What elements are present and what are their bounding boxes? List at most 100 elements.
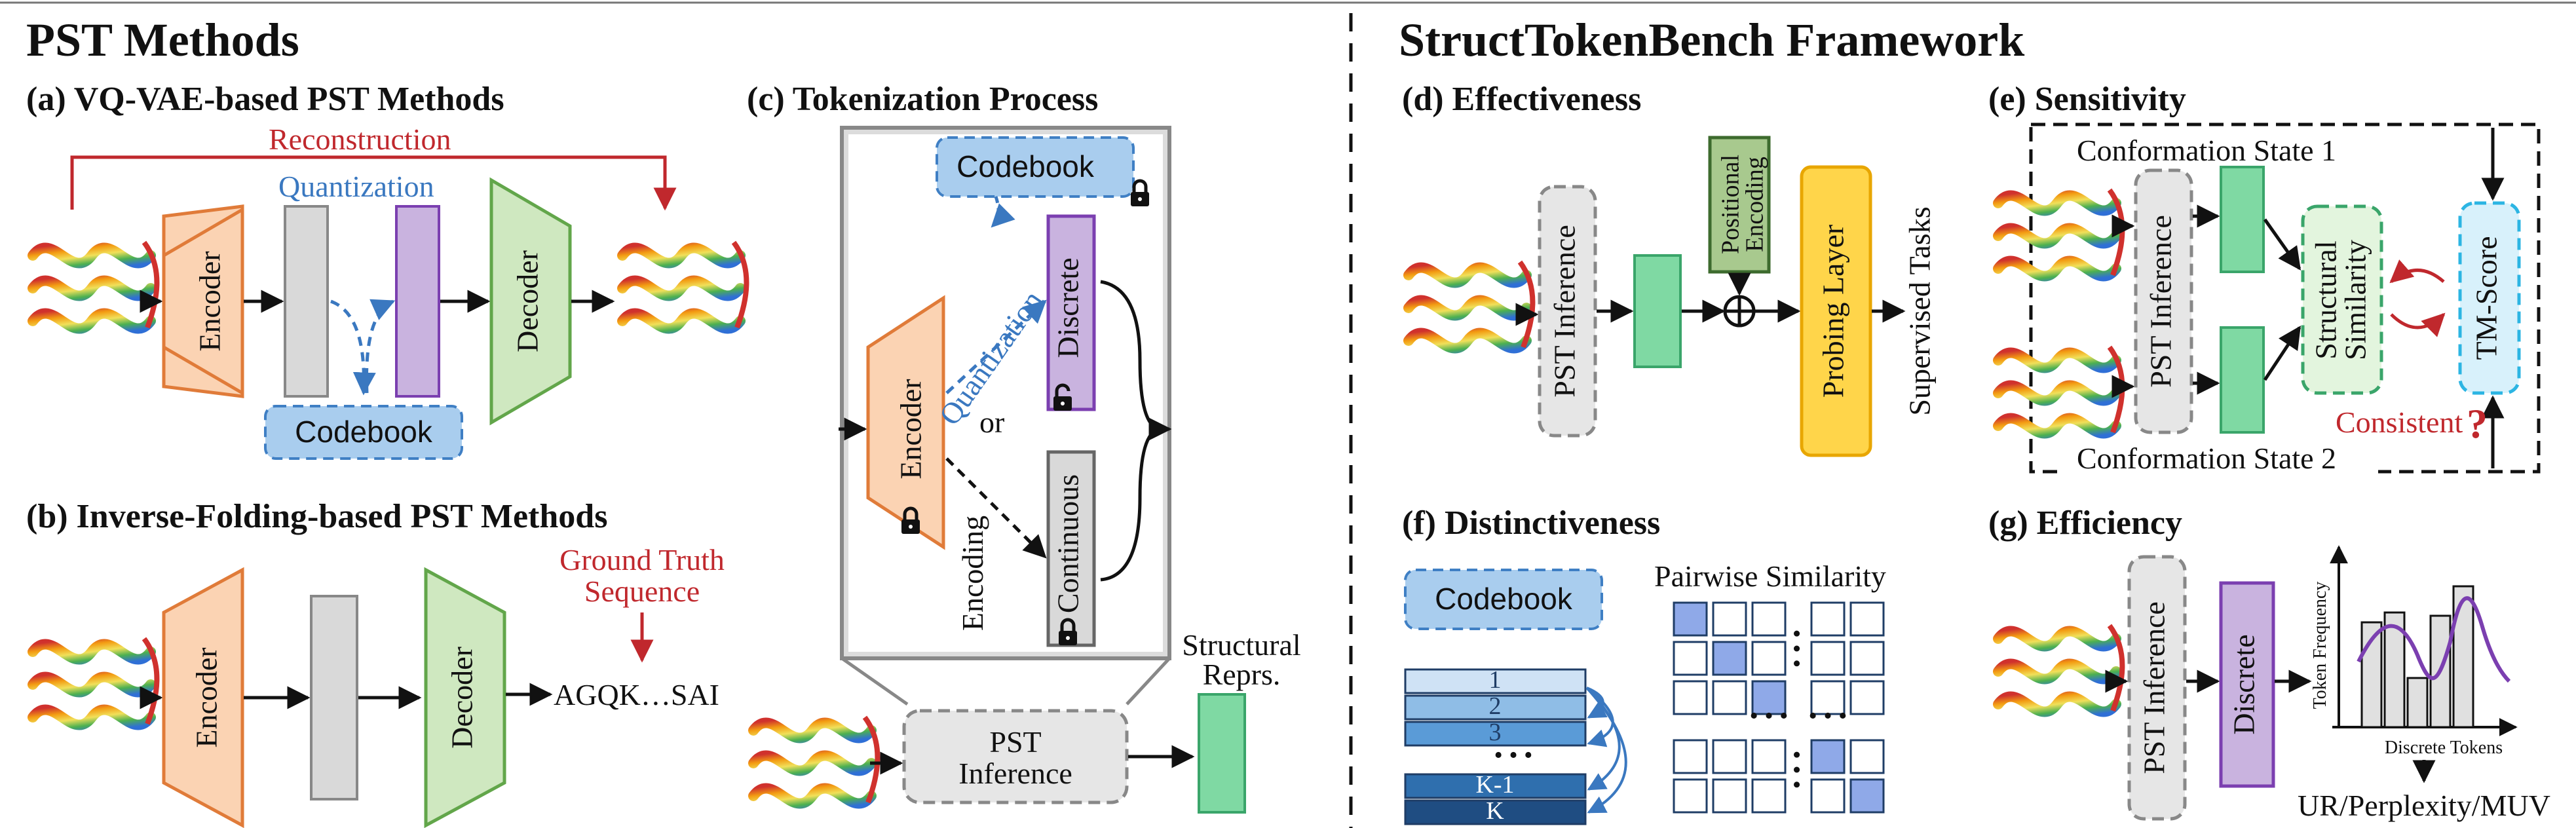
codebook-entry-label: 1 [1489, 666, 1502, 694]
consistency-arrow-bottom [2390, 312, 2446, 337]
decoder-b-shape [424, 567, 506, 828]
discrete-g-label: Discrete [2227, 634, 2261, 734]
codebook-entry-label: K-1 [1475, 771, 1514, 799]
panel-b-title: (b) Inverse-Folding-based PST Methods [26, 498, 607, 535]
consistency-arrow-top [2389, 259, 2445, 284]
codebook-f [1404, 569, 1603, 630]
similarity-cell [1751, 778, 1787, 814]
quantization-label-a: Quantization [278, 170, 434, 203]
grid-ellipsis: • • • [1783, 630, 1810, 668]
panel-f-title: (f) Distinctiveness [1402, 504, 1660, 542]
pst-inference-c [902, 709, 1129, 804]
similarity-cell [1810, 601, 1846, 637]
latent-gray-a [284, 205, 329, 398]
codebook-a-label: Codebook [295, 415, 433, 449]
structural-similarity-line2: Similarity [2339, 240, 2372, 360]
positional-line2: Encoding [1741, 157, 1769, 252]
pst-inference-e [2134, 168, 2193, 434]
panel-e-title: (e) Sensitivity [1988, 81, 2186, 118]
decoder-a-label: Decoder [511, 250, 544, 352]
protein-structure-output-icon [622, 242, 746, 329]
protein-structure-input-icon [33, 242, 157, 329]
panel-d-title: (d) Effectiveness [1402, 81, 1641, 118]
grid-ellipsis: • • • [1809, 702, 1847, 730]
quantization-arrow-c [945, 299, 1047, 394]
grid-ellipsis: • • • [1750, 702, 1789, 730]
arrow-e-5 [2263, 218, 2301, 271]
codebook-entry [1404, 694, 1587, 721]
encoder-a-shape [162, 206, 244, 396]
protein-structure-c-icon [753, 717, 877, 804]
repr-block-e2 [2220, 326, 2265, 434]
structural-reprs-line2: Reprs. [1203, 658, 1281, 691]
decoder-a-trapezoid [489, 177, 572, 426]
frequency-curve [2357, 596, 2511, 683]
similarity-cell [1673, 641, 1708, 676]
right-title: StructTokenBench Framework [1399, 14, 2024, 66]
similarity-cell-diagonal [1810, 739, 1846, 774]
codebook-entry-label: 2 [1489, 692, 1502, 720]
positional-line1: Positional [1717, 155, 1745, 254]
similarity-cell [1849, 641, 1885, 676]
similarity-cell [1751, 641, 1787, 676]
codebook-c-label: Codebook [957, 149, 1095, 183]
protein-state2-icon [1998, 347, 2122, 434]
pst-inference-d-label: PST Inference [1548, 225, 1582, 398]
state2-label: Conformation State 2 [2077, 442, 2336, 475]
similarity-cell [1849, 601, 1885, 637]
probing-layer-label: Probing Layer [1817, 225, 1850, 398]
consistent-label: Consistent [2336, 405, 2463, 439]
zoom-line-left [841, 656, 909, 706]
similarity-cell [1712, 778, 1747, 814]
structural-reprs-line1: Structural [1182, 628, 1300, 662]
panel-g-title: (g) Efficiency [1988, 504, 2182, 542]
structural-similarity-line1: Structural [2309, 240, 2343, 359]
similarity-cell [1673, 739, 1708, 774]
latent-gray-b [310, 595, 358, 800]
encoder-c-shape [866, 295, 945, 550]
reconstruction-label: Reconstruction [269, 122, 451, 156]
pst-inference-d [1538, 185, 1597, 438]
zoom-line-right [1126, 657, 1171, 706]
codebook-entry [1404, 721, 1587, 747]
pst-inference-e-label: PST Inference [2144, 215, 2178, 388]
pairwise-similarity-label: Pairwise Similarity [1654, 559, 1886, 593]
state1-label-bg [2064, 131, 2378, 167]
state2-label-bg [2064, 439, 2378, 478]
ground-truth-line1: Ground Truth [559, 543, 725, 576]
tm-score-block [2458, 201, 2521, 395]
probing-layer-block [1800, 165, 1872, 457]
histogram-bar [2452, 585, 2474, 728]
encoder-a-label: Encoder [193, 251, 227, 351]
similarity-cell [1712, 680, 1747, 715]
state1-label: Conformation State 1 [2077, 134, 2336, 167]
pst-inference-g [2127, 555, 2187, 821]
decoder-b-label: Decoder [445, 647, 479, 749]
grid-ellipsis: • • • [1783, 751, 1810, 789]
left-title: PST Methods [26, 14, 299, 66]
similarity-cell [1673, 680, 1708, 715]
similarity-cell [1810, 641, 1846, 676]
codebook-entry-label: 3 [1489, 719, 1502, 746]
quantize-dashed-down [330, 299, 376, 396]
encoder-c-label: Encoder [894, 379, 928, 479]
reconstruction-arrow [70, 155, 677, 211]
pst-inference-g-label: PST Inference [2138, 601, 2171, 774]
codebook-a [264, 405, 463, 460]
positional-encoding-block [1708, 136, 1771, 274]
histogram-bar [2406, 677, 2429, 728]
arrow-e-6 [2263, 326, 2301, 381]
codebook-entry [1404, 799, 1587, 825]
codebook-f-label: Codebook [1435, 582, 1573, 616]
codebook-entry [1404, 668, 1587, 694]
codebook-entry-label: K [1486, 797, 1504, 825]
codebook-c [936, 136, 1135, 198]
similarity-cell-diagonal [1673, 601, 1708, 637]
sensitivity-frame [2029, 122, 2541, 474]
pst-inference-c-line2: Inference [958, 757, 1072, 790]
histogram-y-label: Token Frequency [2310, 582, 2330, 709]
histogram-x-label: Discrete Tokens [2385, 738, 2503, 758]
structural-similarity-block [2301, 204, 2383, 395]
